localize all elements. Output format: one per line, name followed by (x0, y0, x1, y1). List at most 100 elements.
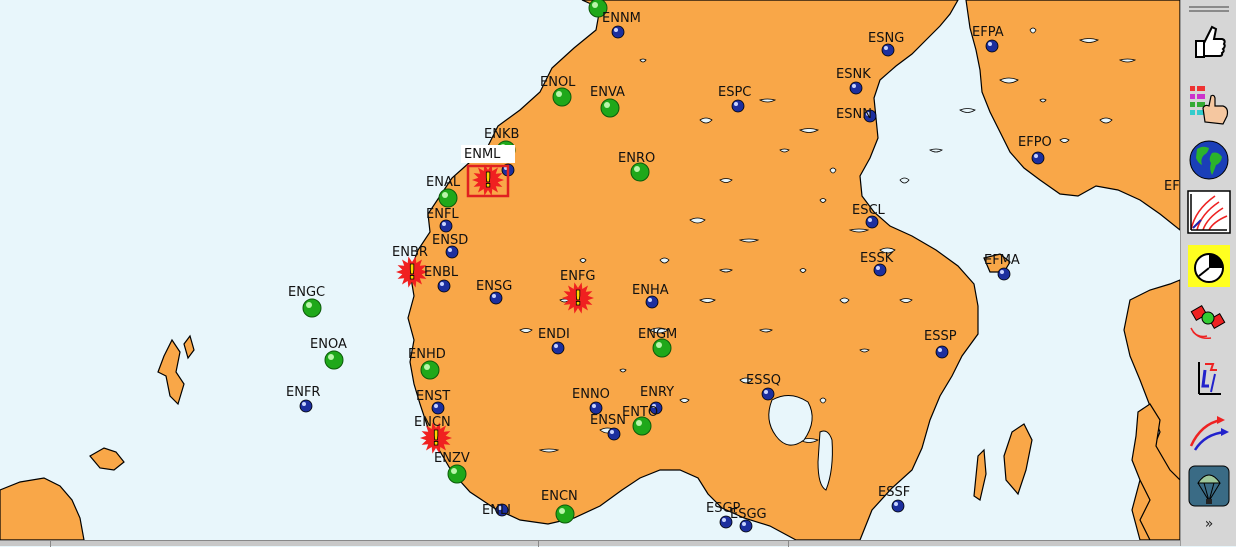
satellite-button[interactable] (1187, 300, 1231, 340)
label-ensd: ENSD (432, 233, 468, 248)
label-enva: ENVA (590, 85, 625, 100)
toolbar-grip-2[interactable] (1189, 10, 1229, 12)
station-essk-info[interactable] (873, 263, 887, 277)
sounding-button[interactable] (1187, 358, 1231, 398)
label-escl: ESCL (852, 203, 886, 218)
station-enva-operational[interactable] (600, 98, 620, 118)
land-scandinavia (407, 0, 979, 540)
status-segment (538, 541, 539, 547)
lake (519, 328, 533, 333)
station-efpa-info[interactable] (985, 39, 999, 53)
status-segment (788, 541, 789, 547)
layer-select-button[interactable] (1187, 84, 1231, 125)
station-enno-info[interactable] (589, 401, 603, 415)
lakes-layer (519, 27, 1137, 491)
lake (819, 198, 827, 203)
station-enfl-info[interactable] (439, 219, 453, 233)
label-essk: ESSK (860, 251, 894, 266)
station-engc-operational[interactable] (302, 298, 322, 318)
land-gotland (1003, 423, 1033, 496)
map-canvas[interactable]: !!!! ENOLENVAENKBENROENALENGCENOAENGMENH… (0, 0, 1180, 540)
station-encn-operational[interactable] (555, 504, 575, 524)
station-essp-info[interactable] (935, 345, 949, 359)
station-esgp-info[interactable] (719, 515, 733, 529)
station-efpo-info[interactable] (1031, 151, 1045, 165)
station-ento-operational[interactable] (632, 416, 652, 436)
station-enml-warning[interactable]: ! (472, 164, 504, 196)
lake (819, 397, 827, 404)
station-markers[interactable]: !!!! (299, 0, 1045, 533)
station-enhd-operational[interactable] (420, 360, 440, 380)
trajectory-button[interactable] (1187, 412, 1231, 452)
wind-clock-button[interactable] (1187, 245, 1231, 287)
station-essq-info[interactable] (761, 387, 775, 401)
station-esnk-info[interactable] (849, 81, 863, 95)
lake (859, 348, 870, 353)
label-esnn: ESNN (836, 107, 872, 122)
label-enfr: ENFR (286, 385, 320, 400)
station-ensg-info[interactable] (489, 291, 503, 305)
label-enfg: ENFG (560, 269, 596, 284)
lake (759, 328, 773, 333)
station-esgg-info[interactable] (739, 519, 753, 533)
label-encn2: ENCN (414, 415, 451, 430)
more-tools-chevron-icon[interactable]: » (1204, 516, 1214, 532)
label-efpa: EFPA (972, 25, 1004, 40)
land-shetland (157, 338, 185, 406)
station-esnn-info[interactable] (863, 109, 877, 123)
lake (799, 128, 819, 133)
station-enro-operational[interactable] (630, 162, 650, 182)
label-enli: ENLI (482, 503, 511, 518)
globe-button[interactable] (1187, 140, 1231, 180)
station-enoa-operational[interactable] (324, 350, 344, 370)
thumbs-up-icon (1195, 25, 1226, 58)
station-ensd-info[interactable] (445, 245, 459, 259)
station-esng-info[interactable] (881, 43, 895, 57)
station-efma-info[interactable] (997, 267, 1011, 281)
station-encn2-warning[interactable]: ! (420, 422, 452, 454)
lake (879, 247, 896, 254)
station-ensn-info[interactable] (607, 427, 621, 441)
lake (738, 238, 760, 243)
thumbs-up-button[interactable] (1187, 22, 1231, 62)
station-enry-info[interactable] (649, 401, 663, 415)
globe-icon (1189, 140, 1229, 180)
label-esnk: ESNK (836, 67, 871, 82)
station-enli-info[interactable] (495, 503, 509, 517)
lake (999, 77, 1019, 84)
station-endi-info[interactable] (551, 341, 565, 355)
station-enst-info[interactable] (431, 401, 445, 415)
lake (1029, 27, 1037, 34)
station-escl-info[interactable] (865, 215, 879, 229)
station-enfr-info[interactable] (299, 399, 313, 413)
station-enol-operational[interactable] (552, 87, 572, 107)
station-espc-info[interactable] (731, 99, 745, 113)
balloon-button[interactable] (1187, 465, 1231, 507)
lake (839, 297, 850, 304)
lake (719, 268, 733, 273)
sounding-icon (1198, 362, 1221, 395)
station-enbr-warning[interactable]: ! (396, 256, 428, 288)
label-enal: ENAL (426, 175, 461, 190)
lake (719, 178, 733, 183)
toolbar-grip[interactable] (1189, 6, 1229, 8)
lake (649, 327, 669, 334)
label-enro: ENRO (618, 151, 655, 166)
lake (899, 298, 913, 303)
radar-button[interactable] (1187, 190, 1231, 234)
station-ennm-operational[interactable] (588, 0, 608, 18)
station-enzv-operational[interactable] (447, 464, 467, 484)
station-enfg-warning[interactable]: ! (562, 282, 594, 314)
station-enbl-info[interactable] (437, 279, 451, 293)
station-essf-info[interactable] (891, 499, 905, 513)
station-engm-operational[interactable] (652, 338, 672, 358)
satellite-icon (1190, 304, 1226, 340)
lake (579, 258, 587, 263)
label-essq: ESSQ (746, 373, 781, 388)
station-ennm-info[interactable] (611, 25, 625, 39)
label-essp: ESSP (924, 329, 957, 344)
label-encn: ENCN (541, 489, 578, 504)
station-enha-info[interactable] (645, 295, 659, 309)
station-enal-operational[interactable] (438, 188, 458, 208)
